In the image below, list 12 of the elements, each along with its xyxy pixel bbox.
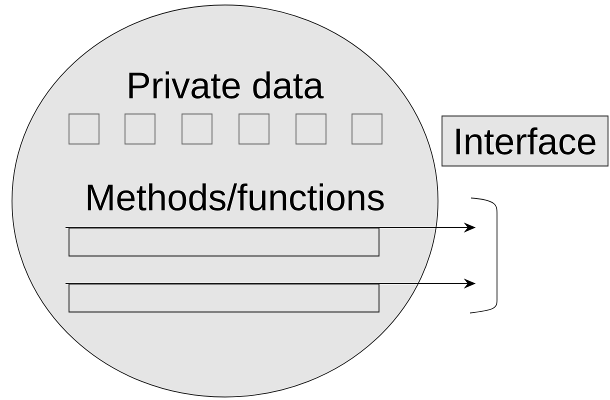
method-bar: [68, 284, 380, 312]
data-square: [124, 114, 156, 144]
interface-label: Interface: [442, 116, 608, 166]
data-square: [238, 114, 270, 144]
data-square: [182, 114, 212, 144]
bracket: [470, 198, 498, 314]
section-heading: Methods/functions: [88, 183, 384, 211]
section-heading: Private data: [129, 71, 324, 99]
data-square: [68, 114, 100, 144]
method-bar: [68, 228, 380, 256]
data-square: [352, 114, 382, 144]
data-square: [296, 114, 326, 144]
